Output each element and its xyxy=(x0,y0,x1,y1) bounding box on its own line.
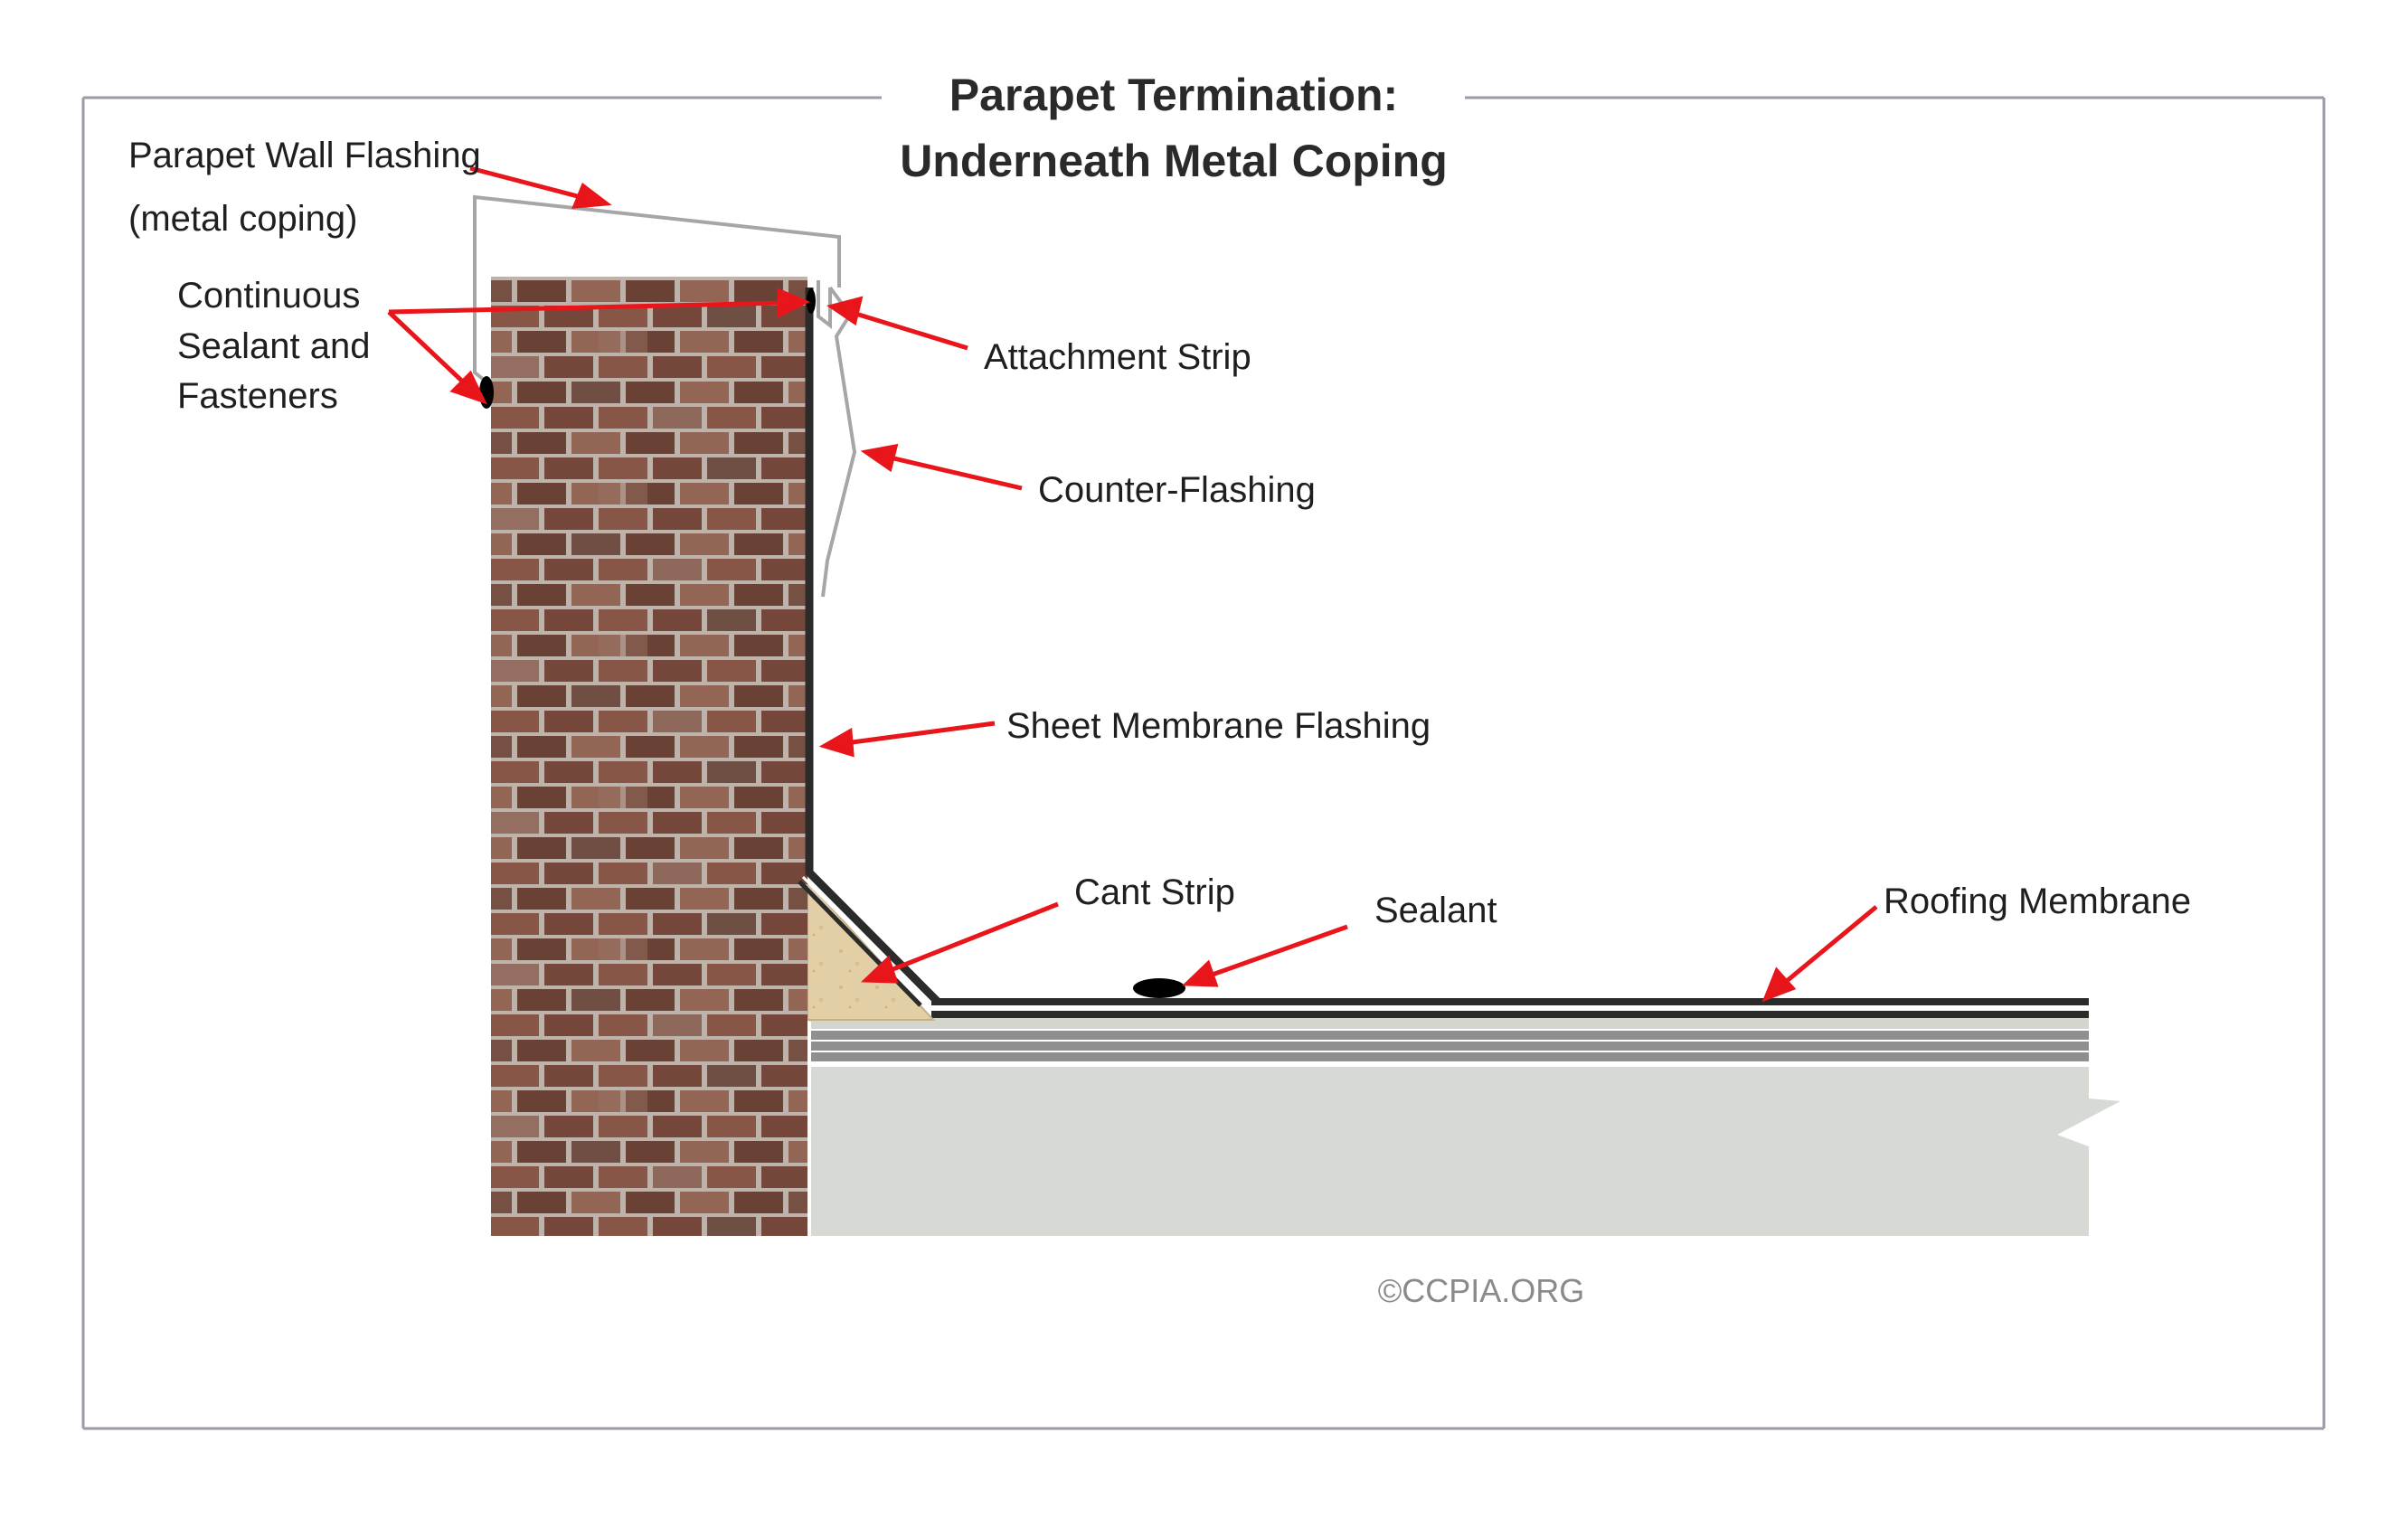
metal-coping xyxy=(473,194,841,382)
sealant-membrane-lap xyxy=(1133,978,1185,998)
roofing-membrane xyxy=(931,998,2089,1018)
arrow-sheet-membrane-flashing xyxy=(818,721,996,758)
arrow-parapet-wall-flashing xyxy=(469,165,612,209)
label-cant-strip: Cant Strip xyxy=(1074,872,1235,912)
arrow-attachment-strip xyxy=(826,296,968,351)
arrow-continuous-sealant-bottom xyxy=(387,310,487,405)
arrow-sealant xyxy=(1181,924,1348,987)
counter-flashing xyxy=(821,286,857,598)
label-parapet-wall-flashing-line2: (metal coping) xyxy=(128,199,357,239)
label-continuous-sealant-line2: Sealant and xyxy=(177,326,371,366)
copyright-credit: ©CCPIA.ORG xyxy=(1378,1272,1585,1309)
sheet-membrane-flashing xyxy=(798,288,946,1007)
label-parapet-wall-flashing-line1: Parapet Wall Flashing xyxy=(128,136,481,175)
label-sealant: Sealant xyxy=(1374,891,1497,930)
title-line-2: Underneath Metal Coping xyxy=(900,136,1448,186)
arrow-counter-flashing xyxy=(860,443,1023,491)
label-attachment-strip: Attachment Strip xyxy=(984,337,1251,377)
attachment-strip xyxy=(817,280,832,330)
label-roofing-membrane: Roofing Membrane xyxy=(1884,882,2191,921)
arrow-roofing-membrane xyxy=(1761,905,1878,1003)
label-continuous-sealant-line3: Fasteners xyxy=(177,376,338,416)
label-continuous-sealant-line1: Continuous xyxy=(177,276,360,316)
title-line-1: Parapet Termination: xyxy=(949,70,1398,120)
insulation-layers xyxy=(809,1018,2089,1061)
annotation-arrows xyxy=(387,165,1878,1003)
arrow-continuous-sealant-top xyxy=(388,288,810,319)
roof-deck xyxy=(809,1063,2120,1236)
sealant-attachment xyxy=(807,288,816,314)
label-sheet-membrane-flashing: Sheet Membrane Flashing xyxy=(1006,706,1431,746)
label-counter-flashing: Counter-Flashing xyxy=(1038,470,1316,510)
brick-parapet-wall xyxy=(491,277,807,1236)
frame xyxy=(81,96,2326,1430)
arrow-cant-strip xyxy=(860,901,1059,984)
